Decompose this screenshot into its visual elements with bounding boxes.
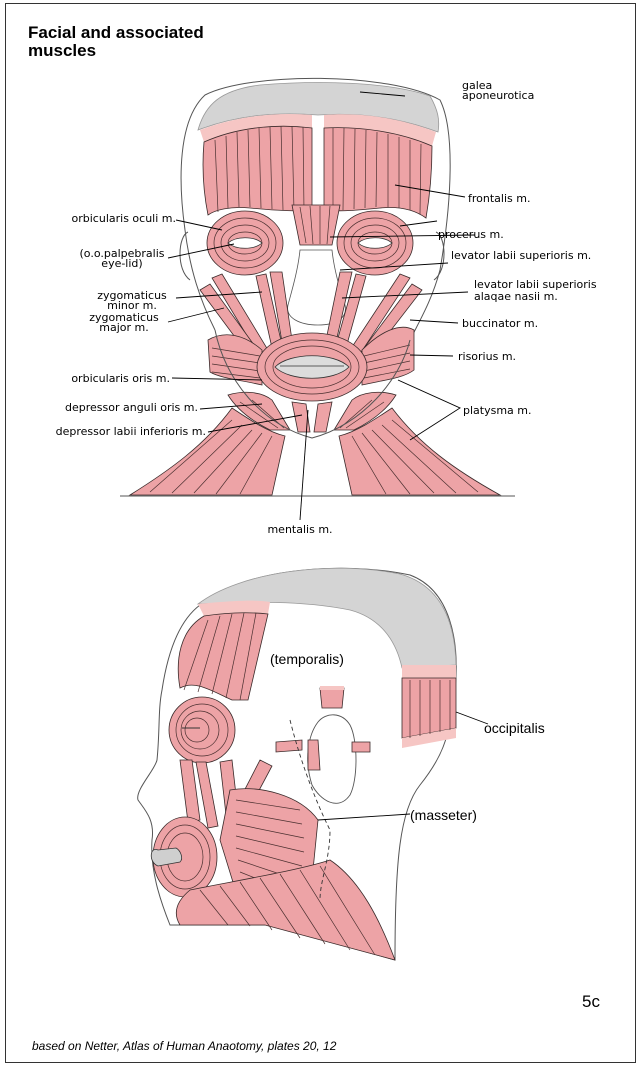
- orbicularis-oris: [257, 333, 367, 401]
- label-occipitalis: occipitalis: [484, 720, 545, 736]
- label-levator-alaeque-2: alaqae nasii m.: [474, 291, 558, 303]
- label-orbicularis-oculi: orbicularis oculi m.: [32, 213, 176, 225]
- orbicularis-oculi-left: [207, 211, 283, 275]
- label-masseter: (masseter): [410, 807, 477, 823]
- page-number: 5c: [582, 992, 600, 1012]
- orbicularis-oculi-right: [337, 211, 413, 275]
- label-procerus: procerus m.: [438, 229, 504, 241]
- label-zyg-major-2: major m.: [80, 322, 168, 334]
- label-palpebralis-2: eye-lid): [70, 258, 174, 270]
- label-risorius: risorius m.: [458, 351, 516, 363]
- frontalis-left: [203, 126, 312, 215]
- label-frontalis: frontalis m.: [468, 193, 530, 205]
- label-mentalis: mentalis m.: [255, 524, 345, 536]
- procerus: [292, 205, 340, 245]
- label-orbicularis-oris: orbicularis oris m.: [20, 373, 170, 385]
- label-temporalis: (temporalis): [270, 651, 344, 667]
- label-levator-labii: levator labii superioris m.: [451, 250, 591, 262]
- source-caption: based on Netter, Atlas of Human Anaotomy…: [32, 1039, 336, 1053]
- label-depressor-labii: depressor labii inferioris m.: [10, 426, 206, 438]
- frontalis-right: [324, 128, 432, 218]
- front-view-figure: [0, 0, 641, 540]
- label-depressor-anguli: depressor anguli oris m.: [20, 402, 198, 414]
- label-platysma: platysma m.: [463, 405, 532, 417]
- label-buccinator: buccinator m.: [462, 318, 538, 330]
- left-ear-outline: [180, 232, 190, 280]
- label-galea-2: aponeurotica: [462, 90, 534, 102]
